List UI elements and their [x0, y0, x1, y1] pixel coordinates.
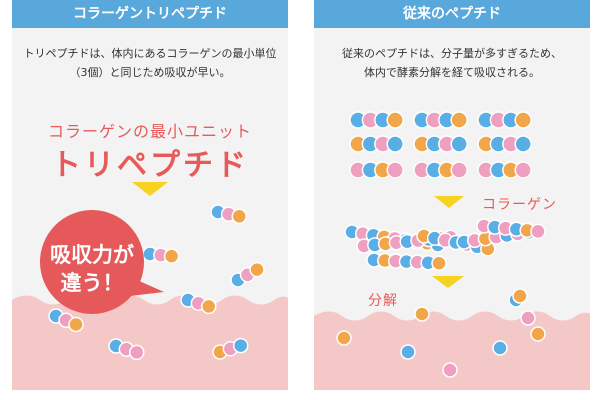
- bead: [400, 344, 416, 360]
- right-panel: 従来のペプチド 従来のペプチドは、分子量が多すぎるため、 体内で酵素分解を経て吸…: [314, 0, 590, 390]
- right-down-arrow-2-icon: [432, 276, 464, 288]
- bead: [431, 255, 447, 272]
- bead: [514, 111, 532, 129]
- right-skin-layer: [314, 311, 590, 390]
- left-description: トリペプチドは、体内にあるコラーゲンの最小単位 （3個）と同じため吸収が早い。: [18, 44, 282, 82]
- left-subtitle: コラーゲンの最小ユニット: [47, 122, 252, 141]
- right-illustration: [314, 111, 590, 390]
- right-down-arrow-icon: [434, 196, 464, 208]
- left-desc-line1: トリペプチドは、体内にあるコラーゲンの最小単位: [23, 47, 277, 60]
- left-illustration: 吸収力が 違う！: [12, 182, 288, 390]
- bead: [442, 362, 458, 378]
- bead: [492, 340, 508, 356]
- right-desc-line2: 体内で酵素分解を経て吸収される。: [364, 66, 540, 79]
- right-header: 従来のペプチド: [314, 0, 590, 28]
- badge-text-line1: 吸収力が: [50, 243, 134, 267]
- bead: [520, 310, 536, 326]
- bead: [128, 344, 145, 361]
- bead: [336, 330, 352, 346]
- right-desc-line1: 従来のペプチドは、分子量が多すぎるため、: [342, 47, 562, 60]
- absorption-badge: [40, 210, 144, 314]
- bead: [200, 298, 217, 315]
- bead: [386, 111, 404, 129]
- collagen-label: コラーゲン: [482, 197, 557, 213]
- bead: [514, 135, 532, 153]
- right-peptide-beads: [336, 111, 546, 378]
- left-big-title: トリペプチド: [51, 148, 249, 183]
- bead: [450, 135, 468, 153]
- badge-text-line2: 違う！: [61, 271, 124, 295]
- bead: [231, 208, 248, 225]
- bead: [450, 161, 468, 179]
- left-tripeptide-beads: [48, 204, 265, 361]
- badge-pointer: [128, 276, 164, 296]
- left-desc-line2: （3個）と同じため吸収が早い。: [69, 66, 231, 79]
- bead: [249, 261, 265, 278]
- bead: [386, 161, 404, 179]
- bead: [414, 306, 430, 322]
- bead: [512, 288, 528, 304]
- bead: [530, 326, 546, 342]
- bead: [68, 316, 84, 333]
- decomposition-label: 分解: [368, 293, 398, 309]
- bead: [450, 111, 468, 129]
- left-panel: コラーゲントリペプチド トリペプチドは、体内にあるコラーゲンの最小単位 （3個）…: [12, 0, 288, 390]
- bead: [514, 161, 532, 179]
- bead: [232, 337, 249, 354]
- left-header: コラーゲントリペプチド: [12, 0, 288, 28]
- bead: [386, 135, 404, 153]
- bead: [530, 223, 546, 240]
- right-description: 従来のペプチドは、分子量が多すぎるため、 体内で酵素分解を経て吸収される。: [320, 44, 584, 82]
- bead: [163, 248, 180, 264]
- left-down-arrow-icon: [132, 182, 168, 196]
